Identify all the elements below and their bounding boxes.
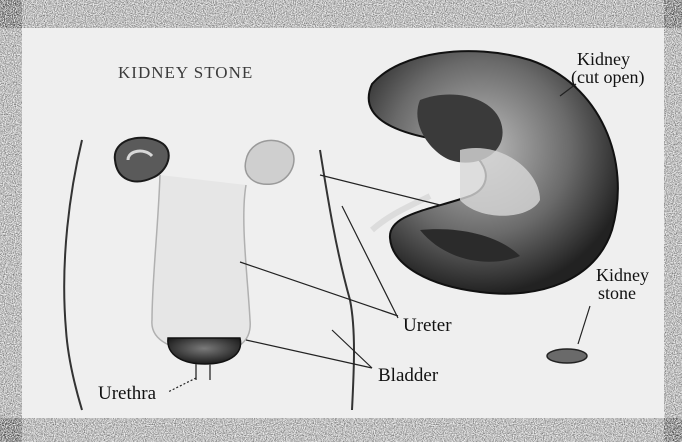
label-bladder: Bladder [378,366,438,385]
label-kidney-subtitle: (cut open) [571,68,644,86]
leader-bladder-2 [332,330,372,368]
leader-kidney-stone [578,306,590,344]
top-border [0,0,682,28]
left-border [0,0,22,442]
kidney-stone-shape [547,349,587,363]
label-kidney-stone-subtitle: stone [598,284,636,302]
body-outline-right [320,150,354,410]
right-border [664,0,682,442]
leader-urethra [168,378,196,392]
label-urethra: Urethra [98,384,156,403]
bladder-shape [168,338,241,364]
label-kidney: Kidney [577,50,630,68]
bottom-border [0,418,682,442]
small-kidney-right [245,140,294,184]
leader-ureter-kidney [320,175,440,205]
body-outline-left [64,140,82,410]
diagram-title: KIDNEY STONE [118,64,253,81]
label-ureter: Ureter [403,316,452,335]
small-kidney-left [115,138,169,182]
label-kidney-stone: Kidney [596,266,649,284]
urethra-shape [196,364,210,380]
ureter-body [152,175,250,352]
